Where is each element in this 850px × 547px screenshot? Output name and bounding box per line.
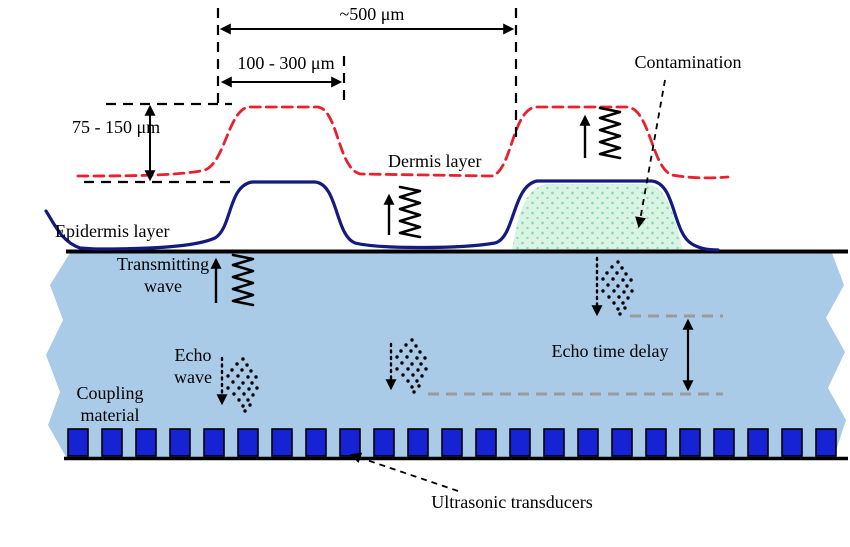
transducer	[373, 428, 395, 457]
contamination-label: Contamination	[635, 52, 742, 72]
transducer	[169, 428, 191, 457]
transducer	[101, 428, 123, 457]
transducer	[271, 428, 293, 457]
dimension-arrows	[144, 23, 515, 182]
dermis-curve	[76, 105, 730, 180]
transmit-wave-icon	[598, 106, 622, 160]
coupling-material-label-line2: material	[81, 405, 140, 425]
transmit-wave-icon	[398, 185, 422, 239]
transducer	[747, 428, 769, 457]
transducer	[237, 428, 259, 457]
transducer	[509, 428, 531, 457]
contamination-pointer-arrow	[635, 79, 666, 229]
transducer	[67, 428, 89, 457]
ridge-height-dimension-label: 75 - 150 μm	[72, 117, 160, 137]
ultrasonic-transducers-label: Ultrasonic transducers	[431, 492, 592, 512]
transducer	[305, 428, 327, 457]
echo-waves	[216, 256, 634, 413]
dimension-guides	[84, 8, 518, 184]
epidermis-curve	[44, 179, 720, 252]
echo-wave-label-line1: Echo	[175, 345, 212, 365]
transducer	[577, 428, 599, 457]
transducer	[713, 428, 735, 457]
contamination-speckle-texture	[512, 184, 683, 250]
transducer	[135, 428, 157, 457]
transducer	[543, 428, 565, 457]
transducers-pointer-arrow	[349, 452, 459, 492]
transducer	[475, 428, 497, 457]
pitch-dimension-label: ~500 μm	[340, 4, 405, 24]
transducer	[611, 428, 633, 457]
transducer	[679, 428, 701, 457]
echo-time-delay-label: Echo time delay	[552, 341, 669, 361]
transducer	[203, 428, 225, 457]
transmitting-wave-label-line2: wave	[144, 276, 182, 296]
transducer	[645, 428, 667, 457]
dermis-layer-label: Dermis layer	[388, 151, 481, 171]
transducer	[407, 428, 429, 457]
echo-wave-label-line2: wave	[174, 367, 212, 387]
epidermis-layer-label: Epidermis layer	[55, 221, 169, 241]
transducer	[781, 428, 803, 457]
transducer	[441, 428, 463, 457]
transmitting-waves	[210, 106, 622, 307]
transmitting-wave-label-line1: Transmitting	[117, 254, 209, 274]
transducer-array	[67, 428, 837, 457]
echo-delay-reference-lines	[428, 314, 723, 396]
transducer	[339, 428, 361, 457]
transducer	[815, 428, 837, 457]
coupling-material-label-line1: Coupling	[76, 383, 143, 403]
ridge-width-dimension-label: 100 - 300 μm	[237, 53, 334, 73]
